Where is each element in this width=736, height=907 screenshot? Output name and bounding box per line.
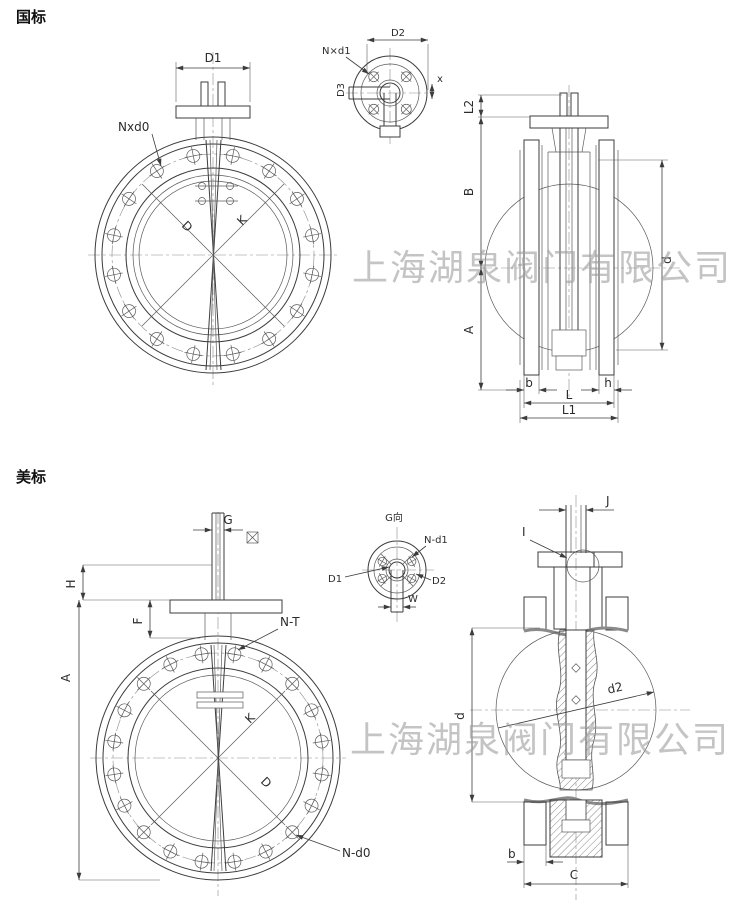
gb-watermark: 上海湖泉阀门有限公司 xyxy=(352,248,732,289)
gb-top-d3-label: D3 xyxy=(336,83,347,97)
gb-heading: 国标 xyxy=(16,8,46,26)
us-front-view: K D G H F xyxy=(59,512,371,896)
us-dim-g-label: G xyxy=(223,513,232,527)
gb-dim-l-label: L xyxy=(566,388,573,402)
gb-top-x-label: x xyxy=(437,74,443,85)
gb-top-nxd1-label: N×d1 xyxy=(322,46,351,57)
gb-side-view: L2 B A d b h L L1 xyxy=(462,85,680,423)
gb-dim-d-label: d xyxy=(660,256,674,264)
us-top-nd1-label: N-d1 xyxy=(424,535,448,546)
us-top-gview-label: G向 xyxy=(385,511,403,524)
gb-dim-a-label: A xyxy=(462,325,476,334)
us-dim-d-label: d xyxy=(453,712,467,720)
us-k-label: K xyxy=(242,710,258,726)
gb-dim-l2-label: L2 xyxy=(462,100,476,114)
us-dim-b-label: b xyxy=(508,847,516,861)
us-dim-h-label: H xyxy=(64,579,78,588)
us-nt-label: N-T xyxy=(280,615,300,629)
us-d-label: D xyxy=(258,774,274,790)
gb-front-view: D K D1 Nxd0 xyxy=(88,51,338,388)
us-nd0-label: N-d0 xyxy=(342,846,371,860)
us-top-d1-label: D1 xyxy=(328,574,342,585)
us-i-label: I xyxy=(522,525,526,539)
gb-top-flange-view: D2 N×d1 D3 x xyxy=(322,28,443,144)
us-top-flange-view: G向 N-d1 D1 D2 W xyxy=(328,511,448,622)
us-d2-label: d2 xyxy=(606,680,624,697)
us-dim-j-label: J xyxy=(605,494,610,508)
gb-top-d2-label: D2 xyxy=(391,28,405,39)
us-side-view: J I d2 d xyxy=(453,494,690,900)
us-watermark: 上海湖泉阀门有限公司 xyxy=(350,720,730,761)
us-top-w-label: W xyxy=(408,594,418,605)
gb-dim-h-label: h xyxy=(604,376,612,390)
gb-dim-b-small-label: b xyxy=(525,376,533,390)
us-heading: 美标 xyxy=(16,468,46,486)
us-dim-c-label: C xyxy=(570,868,578,882)
gb-dim-l1-label: L1 xyxy=(562,403,576,417)
us-top-d2-label: D2 xyxy=(432,576,446,587)
us-dim-f-label: F xyxy=(131,617,145,624)
gb-dim-d1-label: D1 xyxy=(205,51,222,65)
us-dim-a-label: A xyxy=(59,673,73,682)
gb-nxd0-label: Nxd0 xyxy=(118,120,149,134)
gb-dim-b-label: B xyxy=(462,188,476,196)
square-drive-icon xyxy=(246,531,259,544)
gb-d-label: D xyxy=(179,218,195,234)
